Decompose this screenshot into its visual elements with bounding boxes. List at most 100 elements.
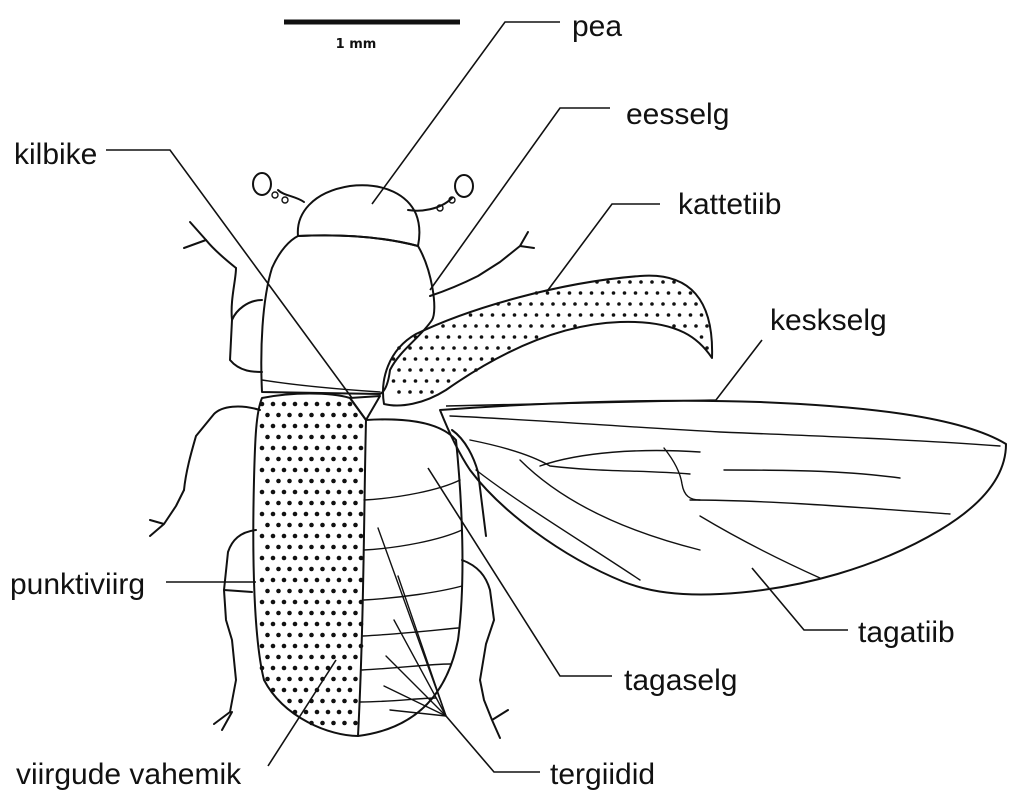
puncture-dot — [700, 313, 704, 317]
puncture-dot — [337, 402, 342, 407]
puncture-dot — [353, 567, 358, 572]
puncture-dot — [293, 578, 298, 583]
puncture-dot — [359, 622, 364, 627]
puncture-dot — [304, 534, 309, 539]
left-elytron — [253, 394, 366, 737]
puncture-dot — [535, 291, 539, 295]
puncture-dot — [271, 622, 276, 627]
puncture-dot — [601, 313, 605, 317]
puncture-dot — [298, 413, 303, 418]
puncture-dot — [260, 534, 265, 539]
puncture-dot — [342, 413, 347, 418]
puncture-dot — [551, 302, 555, 306]
beetle-drawing — [150, 173, 1006, 738]
puncture-dot — [661, 302, 665, 306]
puncture-dot — [315, 710, 320, 715]
puncture-dot — [485, 346, 489, 350]
puncture-dot — [436, 379, 440, 383]
puncture-dot — [331, 677, 336, 682]
label-keskselg: keskselg — [770, 304, 887, 337]
puncture-dot — [650, 302, 654, 306]
puncture-dot — [298, 699, 303, 704]
puncture-dot — [452, 368, 456, 372]
puncture-dot — [309, 655, 314, 660]
puncture-dot — [408, 368, 412, 372]
elytron-punctures — [260, 402, 364, 726]
puncture-dot — [304, 600, 309, 605]
puncture-dot — [441, 346, 445, 350]
puncture-dot — [282, 600, 287, 605]
puncture-dot — [348, 402, 353, 407]
puncture-dot — [705, 324, 709, 328]
puncture-dot — [331, 567, 336, 572]
puncture-dot — [320, 523, 325, 528]
puncture-dot — [304, 512, 309, 517]
puncture-dot — [337, 600, 342, 605]
puncture-dot — [298, 435, 303, 440]
puncture-dot — [265, 479, 270, 484]
puncture-dot — [359, 490, 364, 495]
puncture-dot — [689, 313, 693, 317]
puncture-dot — [276, 413, 281, 418]
puncture-dot — [348, 578, 353, 583]
puncture-dot — [480, 313, 484, 317]
puncture-dot — [309, 545, 314, 550]
puncture-dot — [507, 324, 511, 328]
puncture-dot — [282, 688, 287, 693]
puncture-dot — [271, 644, 276, 649]
puncture-dot — [568, 313, 572, 317]
puncture-dot — [348, 710, 353, 715]
puncture-dot — [524, 313, 528, 317]
puncture-dot — [639, 280, 643, 284]
puncture-dot — [315, 534, 320, 539]
puncture-dot — [298, 523, 303, 528]
puncture-dot — [606, 302, 610, 306]
puncture-dot — [309, 567, 314, 572]
puncture-dot — [331, 655, 336, 660]
puncture-dot — [309, 457, 314, 462]
puncture-dot — [639, 302, 643, 306]
puncture-dot — [320, 413, 325, 418]
puncture-dot — [287, 435, 292, 440]
puncture-dot — [282, 556, 287, 561]
puncture-dot — [271, 468, 276, 473]
puncture-dot — [320, 479, 325, 484]
puncture-dot — [331, 435, 336, 440]
puncture-dot — [447, 357, 451, 361]
puncture-dot — [403, 379, 407, 383]
puncture-dot — [276, 479, 281, 484]
puncture-dot — [496, 346, 500, 350]
label-viirgude-vahemik: viirgude vahemik — [16, 758, 242, 791]
puncture-dot — [419, 346, 423, 350]
puncture-dot — [276, 611, 281, 616]
puncture-dot — [689, 291, 693, 295]
antennae — [253, 173, 473, 211]
puncture-dot — [353, 655, 358, 660]
abdomen — [358, 419, 462, 736]
puncture-dot — [683, 324, 687, 328]
puncture-dot — [320, 699, 325, 704]
puncture-dot — [271, 424, 276, 429]
puncture-dot — [678, 313, 682, 317]
puncture-dot — [507, 302, 511, 306]
puncture-dot — [430, 368, 434, 372]
puncture-dot — [359, 446, 364, 451]
puncture-dot — [606, 280, 610, 284]
puncture-dot — [265, 655, 270, 660]
puncture-dot — [348, 534, 353, 539]
puncture-dot — [353, 677, 358, 682]
left-legs — [150, 222, 262, 730]
puncture-dot — [491, 335, 495, 339]
puncture-dot — [463, 368, 467, 372]
puncture-dot — [298, 457, 303, 462]
puncture-dot — [298, 545, 303, 550]
puncture-dot — [287, 589, 292, 594]
puncture-dot — [320, 589, 325, 594]
puncture-dot — [304, 490, 309, 495]
puncture-dot — [326, 446, 331, 451]
puncture-dot — [353, 611, 358, 616]
puncture-dot — [474, 346, 478, 350]
puncture-dot — [304, 666, 309, 671]
puncture-dot — [304, 468, 309, 473]
puncture-dot — [353, 633, 358, 638]
